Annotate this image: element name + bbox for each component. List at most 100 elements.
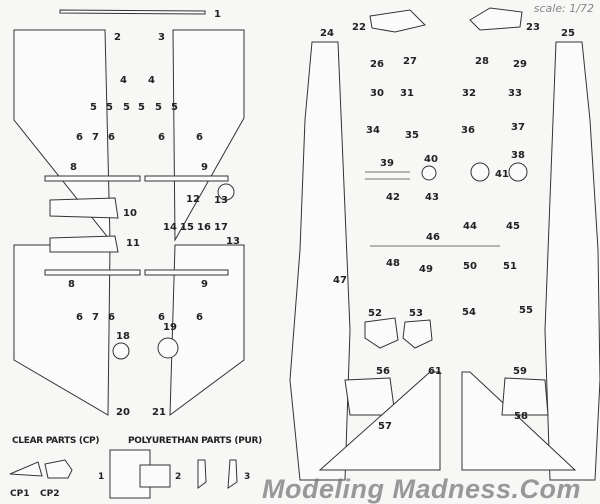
part-number-19: 19 — [163, 322, 177, 333]
part-number-3: 3 — [158, 32, 165, 43]
part-41-wheel-shape — [470, 162, 490, 182]
part-number-48: 48 — [386, 258, 400, 269]
part-number-40: 40 — [424, 154, 438, 165]
clear-parts-heading: CLEAR PARTS (CP) — [12, 436, 100, 446]
part-52-shape — [364, 317, 399, 349]
part-number-49: 49 — [419, 264, 433, 275]
part-number-10: 10 — [123, 208, 137, 219]
part-number-55: 55 — [519, 305, 533, 316]
part-number-31: 31 — [400, 88, 414, 99]
part-number-13: 13 — [214, 195, 228, 206]
part-1-shape — [59, 9, 206, 15]
part-number-29: 29 — [513, 59, 527, 70]
pur-2-label: 2 — [175, 472, 182, 482]
part-number-43: 43 — [425, 192, 439, 203]
part-23-shape — [469, 7, 523, 31]
part-number-21: 21 — [152, 407, 166, 418]
part-13-wheel-shape — [217, 183, 235, 201]
part-number-33: 33 — [508, 88, 522, 99]
missile-9b-shape — [144, 269, 229, 276]
part-number-15: 15 — [180, 222, 194, 233]
part-number-5: 5 — [155, 102, 162, 113]
part-number-45: 45 — [506, 221, 520, 232]
part-53-shape — [402, 319, 433, 349]
part-number-27: 27 — [403, 56, 417, 67]
part-number-47: 47 — [333, 275, 347, 286]
cp1-shape — [9, 461, 43, 477]
part-number-53: 53 — [409, 308, 423, 319]
part-11-shape — [49, 235, 119, 253]
part-number-1: 1 — [214, 9, 221, 20]
part-number-51: 51 — [503, 261, 517, 272]
part-number-44: 44 — [463, 221, 477, 232]
part-number-28: 28 — [475, 56, 489, 67]
scale-label: scale: 1/72 — [533, 2, 594, 15]
part-number-9: 9 — [201, 162, 208, 173]
part-number-5: 5 — [138, 102, 145, 113]
part-19-wheel-shape — [157, 337, 179, 359]
wing-right-lower-shape — [169, 244, 245, 417]
part-57-shape — [318, 371, 441, 471]
part-40-shape — [421, 165, 437, 181]
part-58-shape — [461, 371, 577, 471]
part-number-6: 6 — [108, 132, 115, 143]
part-number-56: 56 — [376, 366, 390, 377]
cp2-shape — [44, 459, 73, 479]
polyurethan-parts-heading: POLYURETHAN PARTS (PUR) — [128, 436, 262, 446]
missile-8-shape — [44, 175, 141, 182]
part-number-32: 32 — [462, 88, 476, 99]
part-number-16: 16 — [197, 222, 211, 233]
fuselage-right-25-shape — [544, 41, 600, 481]
part-number-58: 58 — [514, 411, 528, 422]
part-number-22: 22 — [352, 22, 366, 33]
part-number-30: 30 — [370, 88, 384, 99]
part-number-14: 14 — [163, 222, 177, 233]
part-number-4: 4 — [120, 75, 127, 86]
cp2-label: CP2 — [40, 489, 60, 499]
part-number-6: 6 — [158, 132, 165, 143]
part-number-41: 41 — [495, 169, 509, 180]
part-number-46: 46 — [426, 232, 440, 243]
part-number-26: 26 — [370, 59, 384, 70]
missile-9-shape — [144, 175, 229, 182]
part-number-7: 7 — [92, 132, 99, 143]
part-number-6: 6 — [108, 312, 115, 323]
part-number-8: 8 — [70, 162, 77, 173]
part-number-12: 12 — [186, 194, 200, 205]
part-number-17: 17 — [214, 222, 228, 233]
cp1-label: CP1 — [10, 489, 30, 499]
part-number-36: 36 — [461, 125, 475, 136]
part-number-5: 5 — [90, 102, 97, 113]
part-number-38: 38 — [511, 150, 525, 161]
part-number-42: 42 — [386, 192, 400, 203]
part-number-5: 5 — [171, 102, 178, 113]
part-number-61: 61 — [428, 366, 442, 377]
part-number-6: 6 — [76, 312, 83, 323]
pur-3-label: 3 — [244, 472, 251, 482]
part-number-7: 7 — [92, 312, 99, 323]
part-22-shape — [369, 9, 426, 33]
part-number-35: 35 — [405, 130, 419, 141]
part-38-wheel-shape — [508, 162, 528, 182]
fuselage-left-24-shape — [289, 41, 351, 481]
part-number-6: 6 — [158, 312, 165, 323]
part-number-4: 4 — [148, 75, 155, 86]
part-number-50: 50 — [463, 261, 477, 272]
part-number-54: 54 — [462, 307, 476, 318]
part-number-5: 5 — [123, 102, 130, 113]
part-number-57: 57 — [378, 421, 392, 432]
part-number-59: 59 — [513, 366, 527, 377]
part-number-37: 37 — [511, 122, 525, 133]
part-number-6: 6 — [76, 132, 83, 143]
part-number-39: 39 — [380, 158, 394, 169]
pur-3-seat-shape — [197, 459, 238, 489]
wing-right-upper-shape — [172, 29, 245, 242]
part-number-9: 9 — [201, 279, 208, 290]
part-number-18: 18 — [116, 331, 130, 342]
pur-2-shape — [139, 464, 171, 488]
part-number-5: 5 — [106, 102, 113, 113]
watermark: Modeling Madness.Com — [262, 474, 582, 504]
part-number-34: 34 — [366, 125, 380, 136]
